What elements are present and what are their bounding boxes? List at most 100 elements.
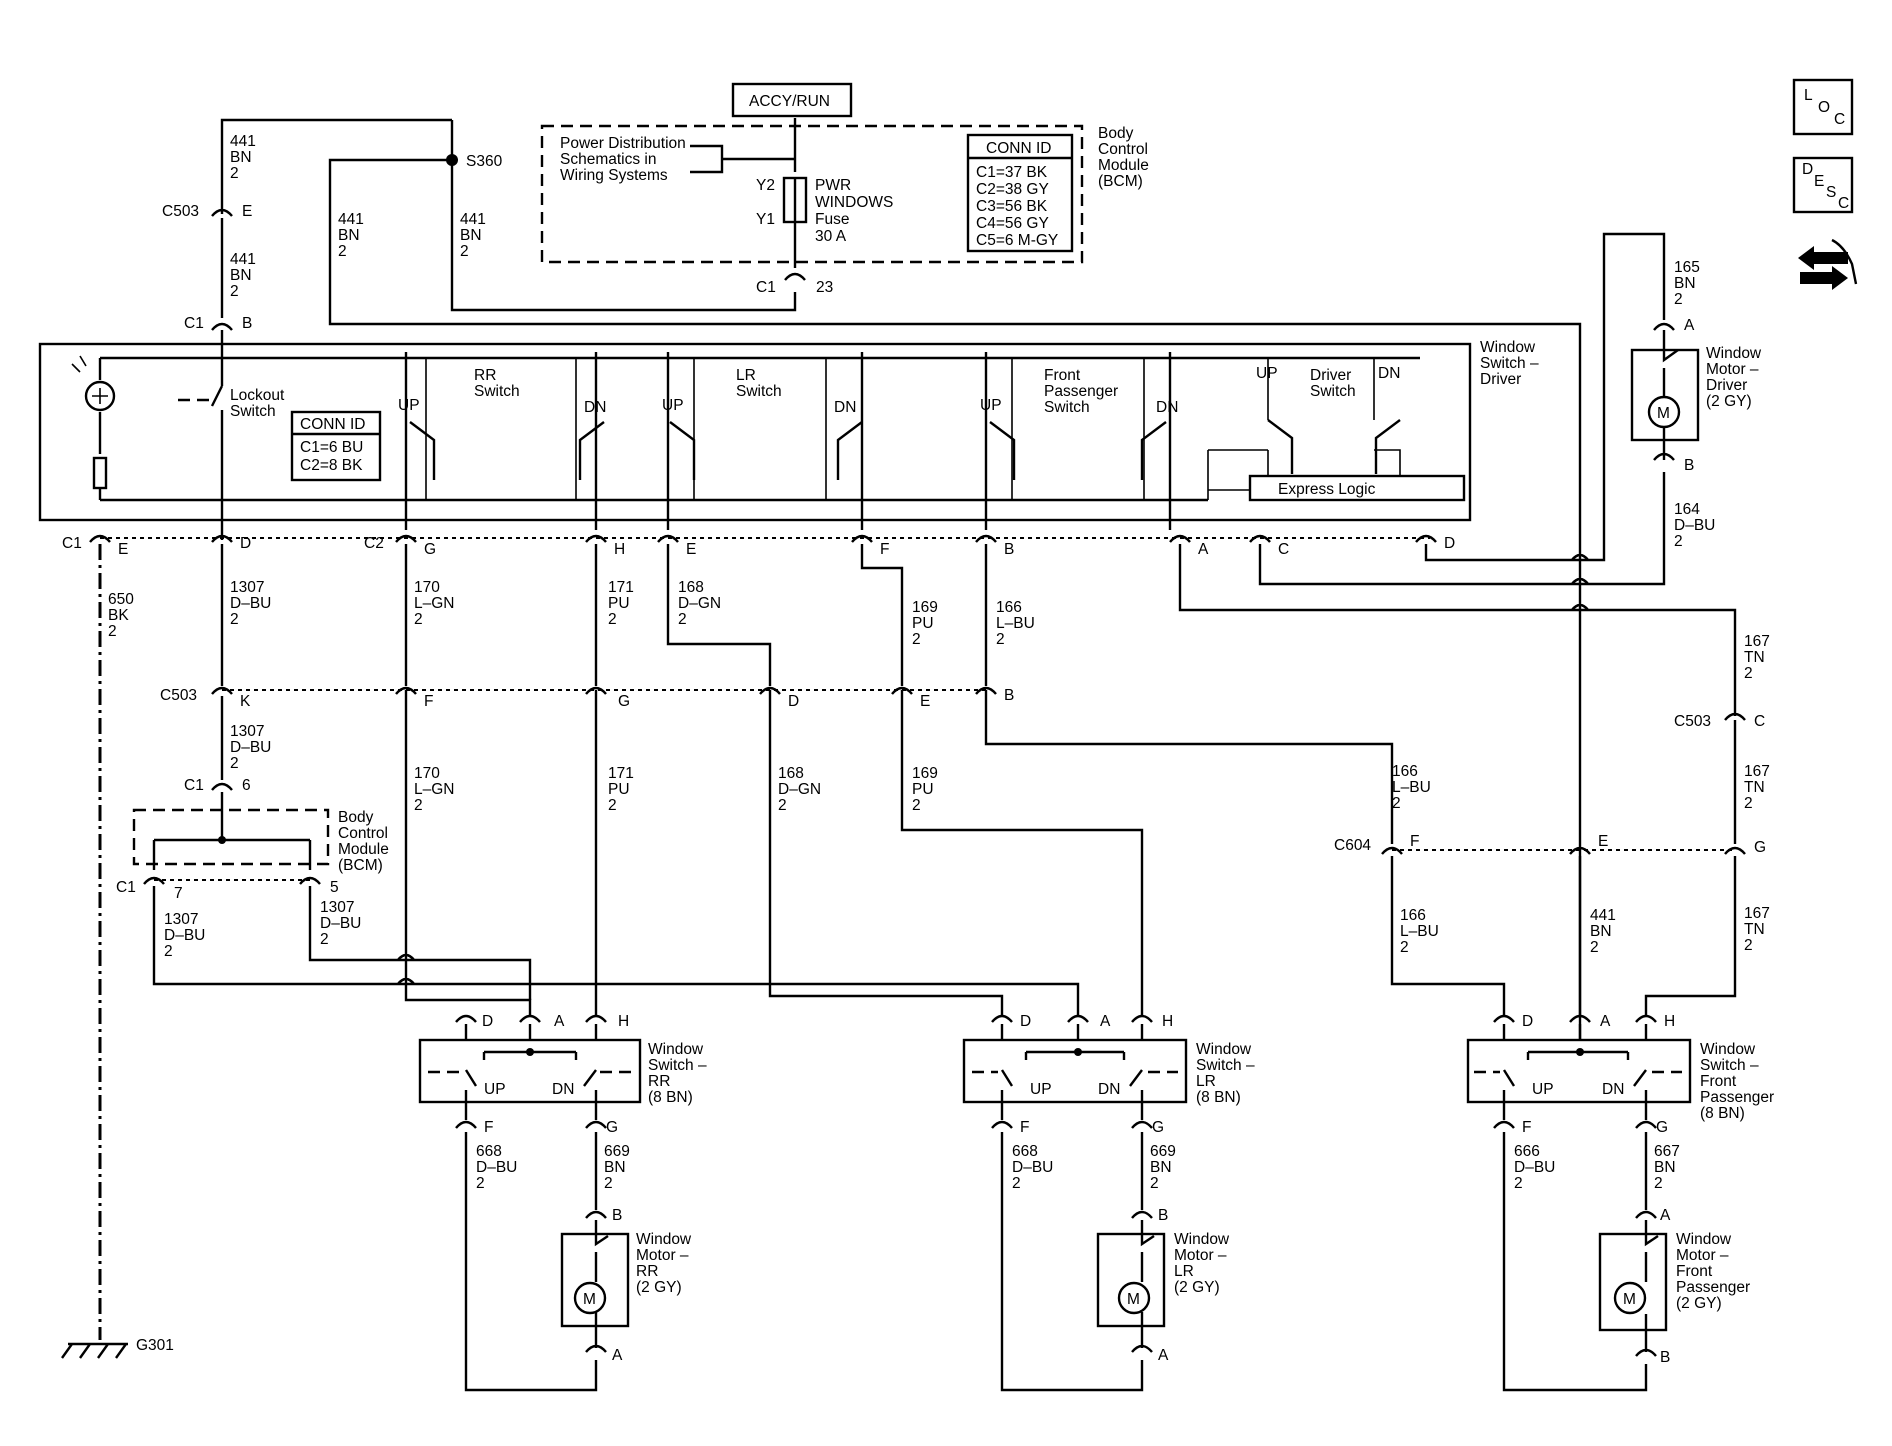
svg-text:E: E <box>920 693 930 710</box>
ground-g301-label: G301 <box>136 1337 174 1354</box>
fuse-y1: Y1 <box>756 211 775 228</box>
svg-text:D: D <box>1522 1013 1533 1030</box>
svg-text:Front: Front <box>1700 1073 1737 1090</box>
svg-text:BN: BN <box>1150 1159 1172 1176</box>
svg-text:RR: RR <box>636 1263 658 1280</box>
svg-text:BN: BN <box>1674 275 1696 292</box>
svg-text:Control: Control <box>1098 141 1148 158</box>
svg-text:2: 2 <box>1514 1175 1523 1192</box>
loc-icon[interactable]: L O C <box>1792 78 1854 136</box>
svg-text:D–BU: D–BU <box>230 595 271 612</box>
svg-text:Motor –: Motor – <box>636 1247 689 1264</box>
bcm-lower-dashed-box <box>132 808 330 866</box>
svg-text:2: 2 <box>460 243 469 260</box>
svg-text:164: 164 <box>1674 501 1700 518</box>
svg-text:B: B <box>1158 1207 1168 1224</box>
svg-text:F: F <box>880 541 889 558</box>
svg-text:C1: C1 <box>116 879 136 896</box>
svg-text:BN: BN <box>338 227 360 244</box>
svg-text:D–BU: D–BU <box>1674 517 1715 534</box>
fp-switch-label: Front <box>1044 367 1081 384</box>
svg-text:Passenger: Passenger <box>1044 383 1118 400</box>
svg-text:A: A <box>612 1347 623 1364</box>
svg-text:BN: BN <box>604 1159 626 1176</box>
svg-text:D: D <box>1444 535 1455 552</box>
bcm-pin-23: 23 <box>816 279 833 296</box>
svg-text:E: E <box>118 541 128 558</box>
lr-up-label: UP <box>662 397 684 414</box>
svg-text:C2: C2 <box>364 535 384 552</box>
svg-text:Fuse: Fuse <box>815 211 849 228</box>
svg-text:UP: UP <box>1532 1081 1554 1098</box>
window-motor-fp-label: Window <box>1676 1231 1732 1248</box>
svg-text:Passenger: Passenger <box>1700 1089 1774 1106</box>
svg-text:C1: C1 <box>184 315 204 332</box>
svg-text:2: 2 <box>338 243 347 260</box>
svg-text:C604: C604 <box>1334 837 1371 854</box>
svg-text:BN: BN <box>230 267 252 284</box>
desc-icon[interactable]: D E S C <box>1792 156 1854 214</box>
svg-text:M: M <box>1127 1291 1140 1308</box>
svg-text:669: 669 <box>1150 1143 1176 1160</box>
svg-text:2: 2 <box>414 611 423 628</box>
svg-text:Switch: Switch <box>474 383 520 400</box>
loc-c: C <box>1834 111 1845 128</box>
svg-text:2: 2 <box>678 611 687 628</box>
svg-text:2: 2 <box>1654 1175 1663 1192</box>
svg-text:L–BU: L–BU <box>1400 923 1439 940</box>
svg-text:Switch –: Switch – <box>648 1057 707 1074</box>
svg-text:PU: PU <box>608 781 630 798</box>
svg-text:666: 666 <box>1514 1143 1540 1160</box>
bcm-lower-label: Body <box>338 809 374 826</box>
svg-text:D: D <box>788 693 799 710</box>
svg-text:2: 2 <box>1744 795 1753 812</box>
navigation-arrows-icon[interactable] <box>1798 238 1858 290</box>
svg-text:167: 167 <box>1744 905 1770 922</box>
svg-text:D–GN: D–GN <box>678 595 721 612</box>
fuse-label: PWR <box>815 177 851 194</box>
window-motor-rr-label: Window <box>636 1231 692 1248</box>
svg-text:Switch: Switch <box>736 383 782 400</box>
svg-text:2: 2 <box>912 631 921 648</box>
express-logic-box <box>1248 474 1466 502</box>
svg-text:A: A <box>554 1013 565 1030</box>
svg-text:M: M <box>583 1291 596 1308</box>
svg-text:B: B <box>1660 1349 1670 1366</box>
svg-text:166: 166 <box>996 599 1022 616</box>
svg-text:B: B <box>612 1207 622 1224</box>
svg-text:F: F <box>424 693 433 710</box>
fp-dn-label: DN <box>1156 399 1178 416</box>
svg-text:441: 441 <box>1590 907 1616 924</box>
rr-up-label: UP <box>398 397 420 414</box>
svg-text:L–GN: L–GN <box>414 781 455 798</box>
svg-text:G: G <box>1152 1119 1164 1136</box>
svg-text:CONN ID: CONN ID <box>986 140 1051 157</box>
svg-text:2: 2 <box>778 797 787 814</box>
svg-text:Motor –: Motor – <box>1706 361 1759 378</box>
ground-g301-icon <box>61 1342 128 1359</box>
power-dist-reference: Power Distribution Schematics in Wiring … <box>560 135 795 184</box>
svg-text:7: 7 <box>174 885 183 902</box>
svg-text:C1=37 BK: C1=37 BK <box>976 164 1048 181</box>
driver-up-label: UP <box>1256 365 1278 382</box>
svg-text:Switch –: Switch – <box>1196 1057 1255 1074</box>
svg-text:F: F <box>1522 1119 1531 1136</box>
svg-text:(2 GY): (2 GY) <box>1706 393 1752 410</box>
svg-text:171: 171 <box>608 579 634 596</box>
svg-text:(2 GY): (2 GY) <box>636 1279 682 1296</box>
c503-connectors <box>211 686 997 695</box>
window-motor-lr-label: Window <box>1174 1231 1230 1248</box>
svg-text:H: H <box>1664 1013 1675 1030</box>
window-switch-driver-label: Window <box>1480 339 1536 356</box>
svg-text:A: A <box>1198 541 1209 558</box>
svg-text:F: F <box>1020 1119 1029 1136</box>
svg-text:2: 2 <box>320 931 329 948</box>
svg-text:2: 2 <box>230 165 239 182</box>
window-switch-lr-label: Window <box>1196 1041 1252 1058</box>
window-motor-front-passenger <box>1598 1232 1668 1332</box>
bcm-conn-id-table: CONN ID C1=37 BK C2=38 GY C3=56 BK C4=56… <box>966 133 1074 253</box>
driver-conn-id-table: CONN ID C1=6 BU C2=8 BK <box>290 410 382 482</box>
svg-text:C3=56 BK: C3=56 BK <box>976 198 1048 215</box>
svg-text:Driver: Driver <box>1480 371 1521 388</box>
